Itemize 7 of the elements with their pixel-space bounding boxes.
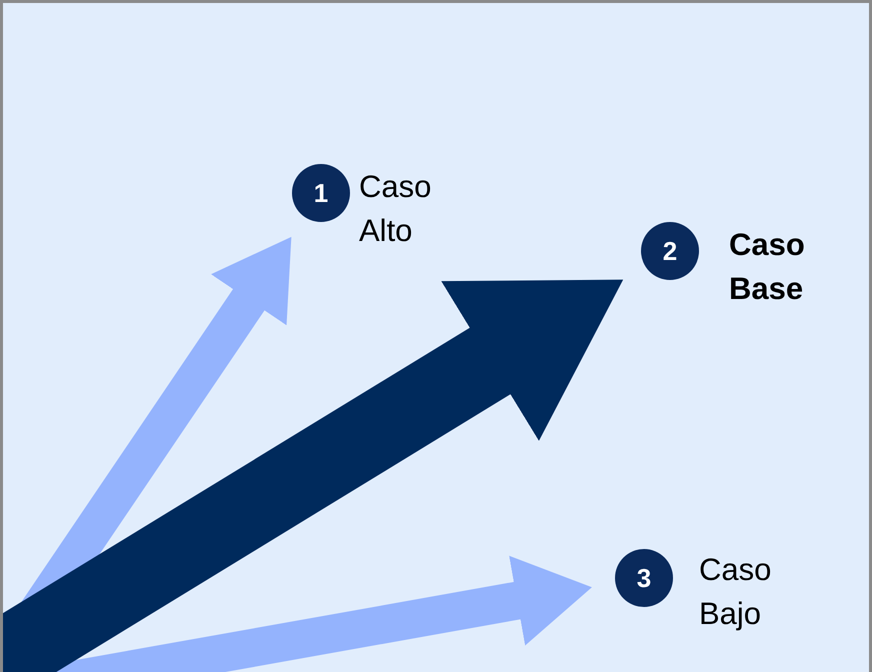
number-circle: 2 <box>641 222 699 280</box>
scenario-label: Caso Base <box>729 226 806 308</box>
arrow <box>3 280 624 672</box>
number-circle: 1 <box>292 164 350 222</box>
scenario-label: Caso Alto <box>359 168 432 250</box>
number-circle: 3 <box>615 549 673 607</box>
scenario-label: Caso Bajo <box>699 551 772 633</box>
